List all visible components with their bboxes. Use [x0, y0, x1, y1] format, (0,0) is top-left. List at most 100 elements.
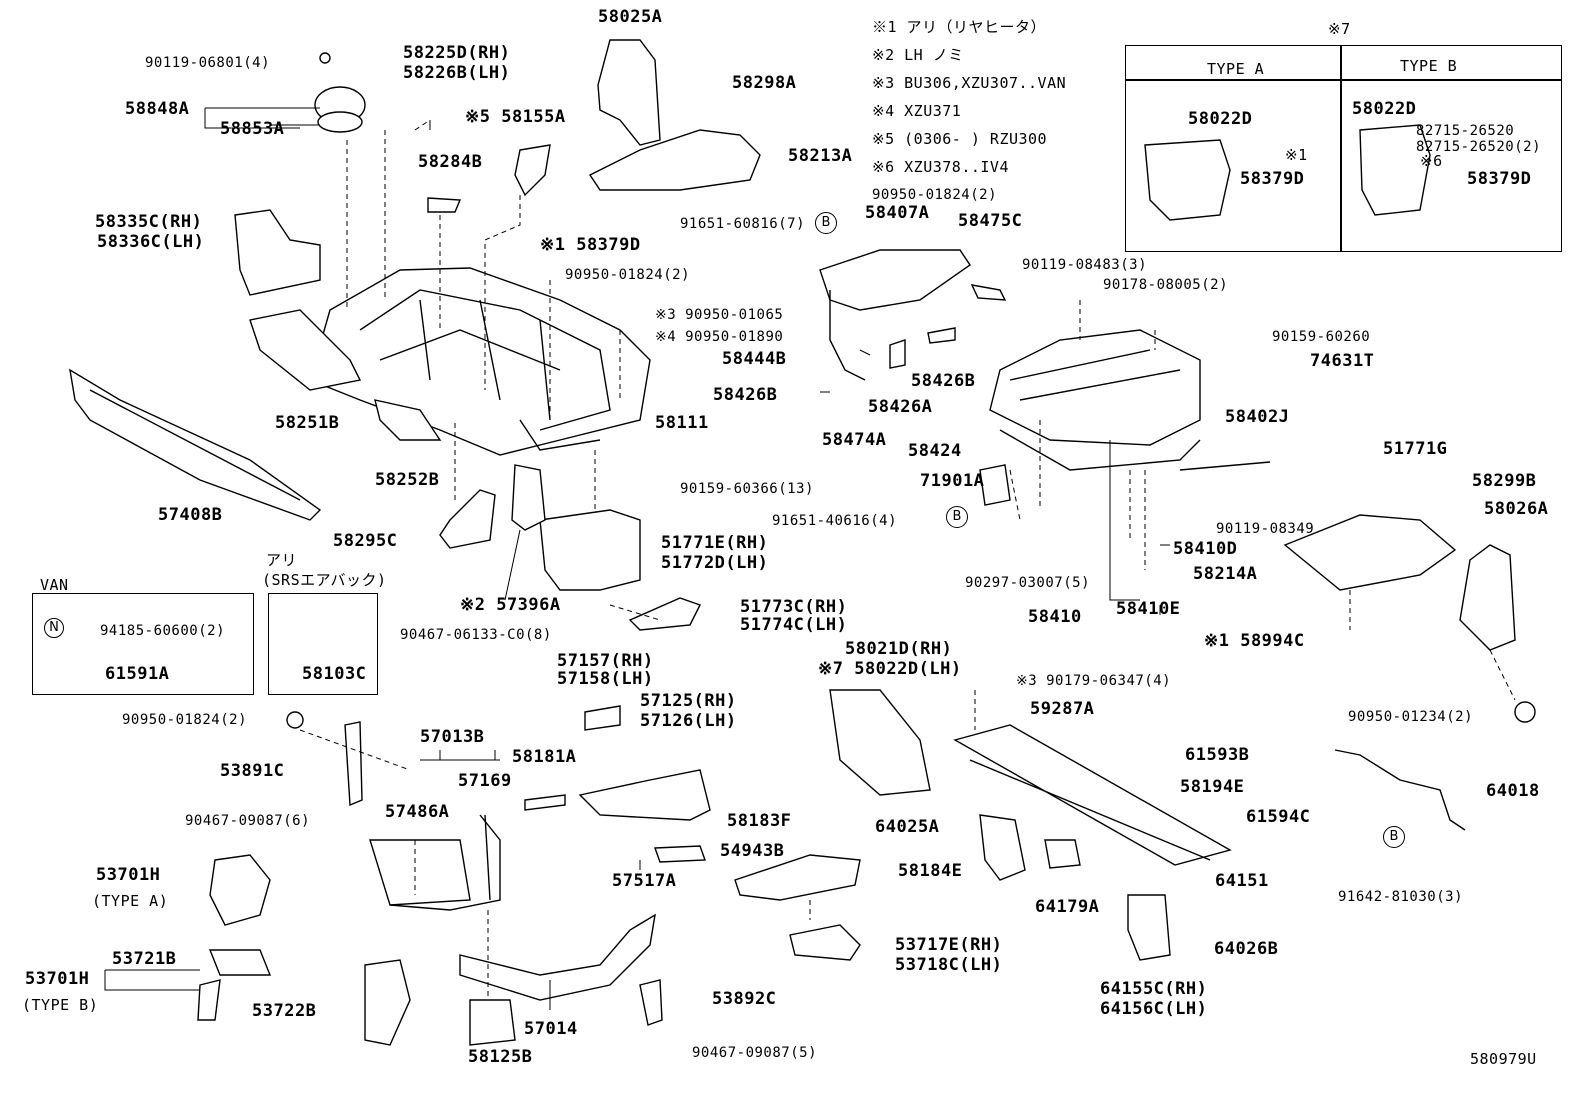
part-label: 58410D: [1173, 539, 1238, 559]
tank-58424: [989, 329, 1201, 471]
ring-58853A: [317, 111, 363, 133]
note-4: ※4 XZU371: [872, 102, 962, 120]
part-label: 64026B: [1214, 939, 1279, 959]
type-table: [1125, 45, 1562, 252]
part-label: 57125(RH): [640, 691, 737, 711]
panel-58214A: [1283, 514, 1457, 591]
part-label: 58021D(RH): [845, 639, 953, 659]
part-label: 53718C(LH): [895, 955, 1003, 975]
part-label: ※3 90950-01065: [655, 307, 784, 323]
part-label: 58225D(RH): [403, 43, 511, 63]
van-part: 61591A: [105, 664, 170, 684]
part-label: 58125B: [468, 1047, 533, 1067]
srs-line2: (SRSエアバック): [262, 571, 387, 589]
note-5: ※5 (0306- ) RZU300: [872, 130, 1048, 148]
part-label: 58026A: [1484, 499, 1549, 519]
part-label: 53891C: [220, 761, 285, 781]
part-label: 91651-40616(4): [772, 513, 898, 529]
part-label: 53701H: [25, 969, 90, 989]
part-58155A: [514, 144, 551, 197]
part-label: 58194E: [1180, 777, 1245, 797]
part-label: 58025A: [598, 7, 663, 27]
srs-box: [268, 593, 378, 695]
diagram-code: 580979U: [1470, 1050, 1537, 1068]
part-label: 64179A: [1035, 897, 1100, 917]
note-6: ※6 XZU378..IV4: [872, 158, 1009, 176]
part-label: 58426B: [713, 385, 778, 405]
part-label: 90178-08005(2): [1103, 277, 1229, 293]
part-label: 58214A: [1193, 564, 1258, 584]
part-label: 57517A: [612, 871, 677, 891]
part-label: 90950-01234(2): [1348, 709, 1474, 725]
type-a-part-1: 58022D: [1188, 109, 1253, 129]
panel-58335C: [234, 209, 321, 296]
part-label: 58848A: [125, 99, 190, 119]
part-label: ※3 90179-06347(4): [1016, 673, 1172, 689]
part-label: 58410: [1028, 607, 1082, 627]
part-label: 61594C: [1246, 807, 1311, 827]
part-label: (TYPE A): [92, 892, 169, 910]
frame-59287A: [953, 724, 1232, 866]
frame-57013B: [369, 814, 501, 911]
part-label: 58335C(RH): [95, 212, 203, 232]
type-b-header: TYPE B: [1400, 57, 1458, 75]
note-2: ※2 LH ノミ: [872, 46, 964, 64]
part-label: 58299B: [1472, 471, 1537, 491]
type-a-header: TYPE A: [1207, 60, 1265, 78]
part-label: 71901A: [920, 471, 985, 491]
part-label: 64025A: [875, 817, 940, 837]
part-label: 90467-09087(6): [185, 813, 311, 829]
part-label: 90159-60366(13): [680, 481, 814, 497]
callout-b-1: B: [815, 212, 837, 234]
part-label: 57169: [458, 771, 512, 791]
part-label: ※1 58379D: [540, 235, 641, 255]
part-label: 54943B: [720, 841, 785, 861]
part-label: 53701H: [96, 865, 161, 885]
part-label: 58474A: [822, 430, 887, 450]
part-label: 90119-06801(4): [145, 55, 271, 71]
part-label: 51773C(RH): [740, 597, 848, 617]
part-label: 58295C: [333, 531, 398, 551]
part-58295C: [439, 489, 496, 549]
type-b-part-2: 82715-26520: [1416, 123, 1515, 139]
part-label: ※7 58022D(LH): [818, 659, 962, 679]
rail-58251B: [249, 309, 362, 391]
part-label: 53722B: [252, 1001, 317, 1021]
part-label: 58424: [908, 441, 962, 461]
part-label: ※5 58155A: [465, 107, 566, 127]
part-label: 64151: [1215, 871, 1269, 891]
part-label: 58181A: [512, 747, 577, 767]
part-label: 51771G: [1383, 439, 1448, 459]
bracket-58252B: [374, 399, 442, 441]
part-label: ※2 57396A: [460, 595, 561, 615]
part-label: 58426A: [868, 397, 933, 417]
part-label: 90950-01824(2): [122, 712, 248, 728]
part-label: 90119-08483(3): [1022, 257, 1148, 273]
part-label: 51771E(RH): [661, 533, 769, 553]
part-label: 57408B: [158, 505, 223, 525]
part-label: 58410E: [1116, 599, 1181, 619]
part-label: 90119-08349: [1216, 521, 1315, 537]
part-label: 51772D(LH): [661, 553, 769, 573]
panel-58026A: [1459, 544, 1516, 651]
type-a-part-2: 58379D: [1240, 169, 1305, 189]
part-label: 58111: [655, 413, 709, 433]
type-b-note: ※6: [1420, 152, 1443, 170]
part-label: 64155C(RH): [1100, 979, 1208, 999]
note-1: ※1 アリ（リヤヒータ）: [872, 18, 1047, 36]
part-label: 58298A: [732, 73, 797, 93]
part-label: 58402J: [1225, 407, 1290, 427]
part-label: 90950-01824(2): [872, 187, 998, 203]
part-label: 74631T: [1310, 351, 1375, 371]
part-label: 57013B: [420, 727, 485, 747]
part-label: 64018: [1486, 781, 1540, 801]
part-label: ※4 90950-01890: [655, 329, 784, 345]
panel-58021D: [829, 689, 931, 796]
part-label: 57157(RH): [557, 651, 654, 671]
panel-58025A: [597, 39, 661, 146]
part-label: 90467-09087(5): [692, 1045, 818, 1061]
part-label: 64156C(LH): [1100, 999, 1208, 1019]
part-label: 91651-60816(7): [680, 216, 806, 232]
part-label: 58284B: [418, 152, 483, 172]
part-label: 53892C: [712, 989, 777, 1009]
